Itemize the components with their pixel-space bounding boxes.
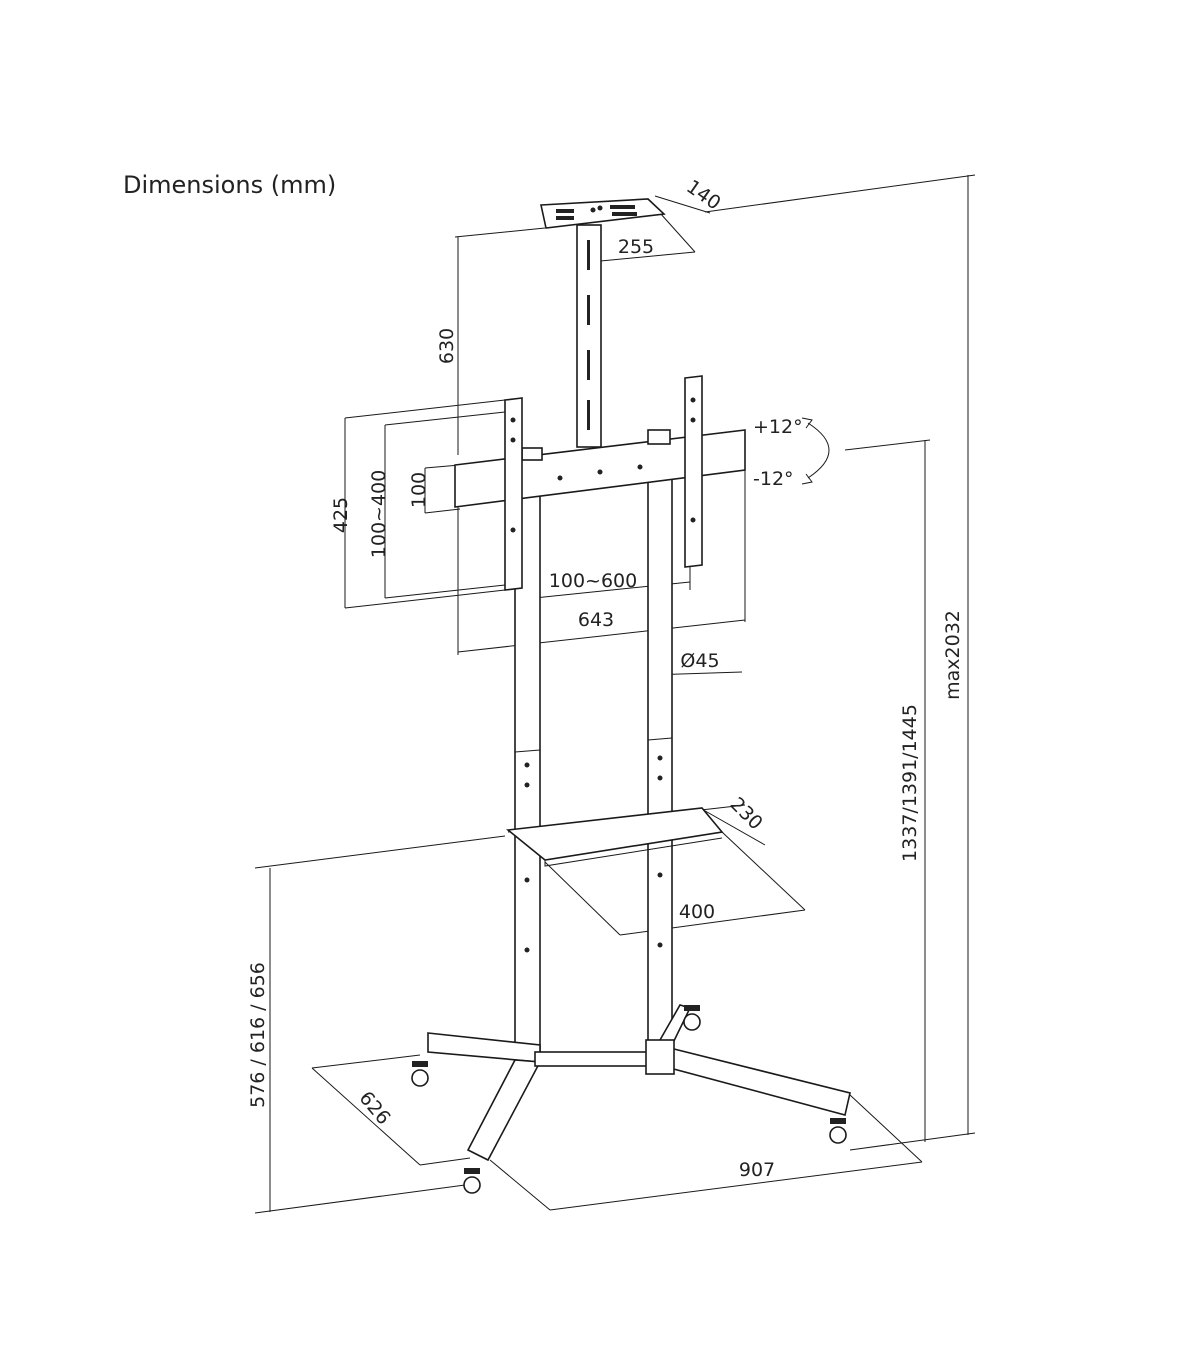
screw-hole	[557, 475, 563, 481]
screw-hole	[510, 417, 516, 423]
label-vesa-horizontal: 100~600	[549, 570, 637, 592]
caster-wheel	[829, 1126, 847, 1144]
screw-hole	[657, 942, 663, 948]
screw-holes	[510, 205, 696, 953]
screw-hole	[657, 775, 663, 781]
screw-hole	[510, 527, 516, 533]
label-crossbar-height: 100	[408, 472, 430, 508]
screw-hole	[657, 872, 663, 878]
posts	[514, 469, 673, 1071]
caster-brake	[412, 1061, 428, 1067]
label-vesa-vertical: 100~400	[368, 470, 390, 558]
label-top-shelf-width: 255	[618, 236, 654, 258]
label-mid-shelf-heights: 576 / 616 / 656	[247, 962, 269, 1108]
screw-hole	[510, 437, 516, 443]
screw-hole	[690, 417, 696, 423]
label-bracket-height: 425	[330, 497, 352, 533]
label-base-depth: 626	[355, 1087, 395, 1129]
label-bracket-width: 643	[578, 609, 614, 631]
tilt-arrow-icon	[801, 417, 830, 485]
screw-hole	[690, 517, 696, 523]
screw-hole	[590, 207, 596, 213]
caster-wheel	[411, 1069, 429, 1087]
label-max-height: max2032	[942, 610, 964, 700]
caster-brake	[830, 1118, 846, 1124]
caster-wheel	[683, 1013, 701, 1031]
screw-hole	[524, 947, 530, 953]
label-base-width: 907	[739, 1159, 775, 1181]
screw-hole	[690, 397, 696, 403]
dimension-labels: 140 255 630 +12° -12° 425 100~400 100 100~600 643…	[247, 176, 964, 1181]
caster-brake	[684, 1005, 700, 1011]
label-mid-shelf-depth: 230	[726, 793, 767, 834]
label-pole-diameter: Ø45	[680, 650, 719, 672]
camera-shelf	[540, 198, 666, 229]
caster-wheel	[463, 1176, 481, 1194]
diagram-title: Dimensions (mm)	[123, 171, 336, 199]
screw-hole	[524, 877, 530, 883]
screw-hole	[597, 205, 603, 211]
base	[427, 1004, 851, 1162]
mid-shelf	[506, 807, 724, 867]
caster-brake	[464, 1168, 480, 1174]
casters	[411, 1005, 847, 1194]
tv-bracket	[454, 375, 746, 591]
label-top-shelf-depth: 140	[682, 176, 724, 215]
screw-hole	[524, 762, 530, 768]
label-mount-heights: 1337/1391/1445	[899, 704, 921, 862]
screw-hole	[524, 782, 530, 788]
screw-hole	[597, 469, 603, 475]
label-top-pole-height: 630	[436, 328, 458, 364]
screw-hole	[637, 464, 643, 470]
top-pole	[576, 224, 602, 448]
label-tilt-up: +12°	[753, 416, 803, 438]
screw-hole	[657, 755, 663, 761]
label-mid-shelf-width: 400	[679, 901, 715, 923]
label-tilt-down: -12°	[753, 468, 794, 490]
